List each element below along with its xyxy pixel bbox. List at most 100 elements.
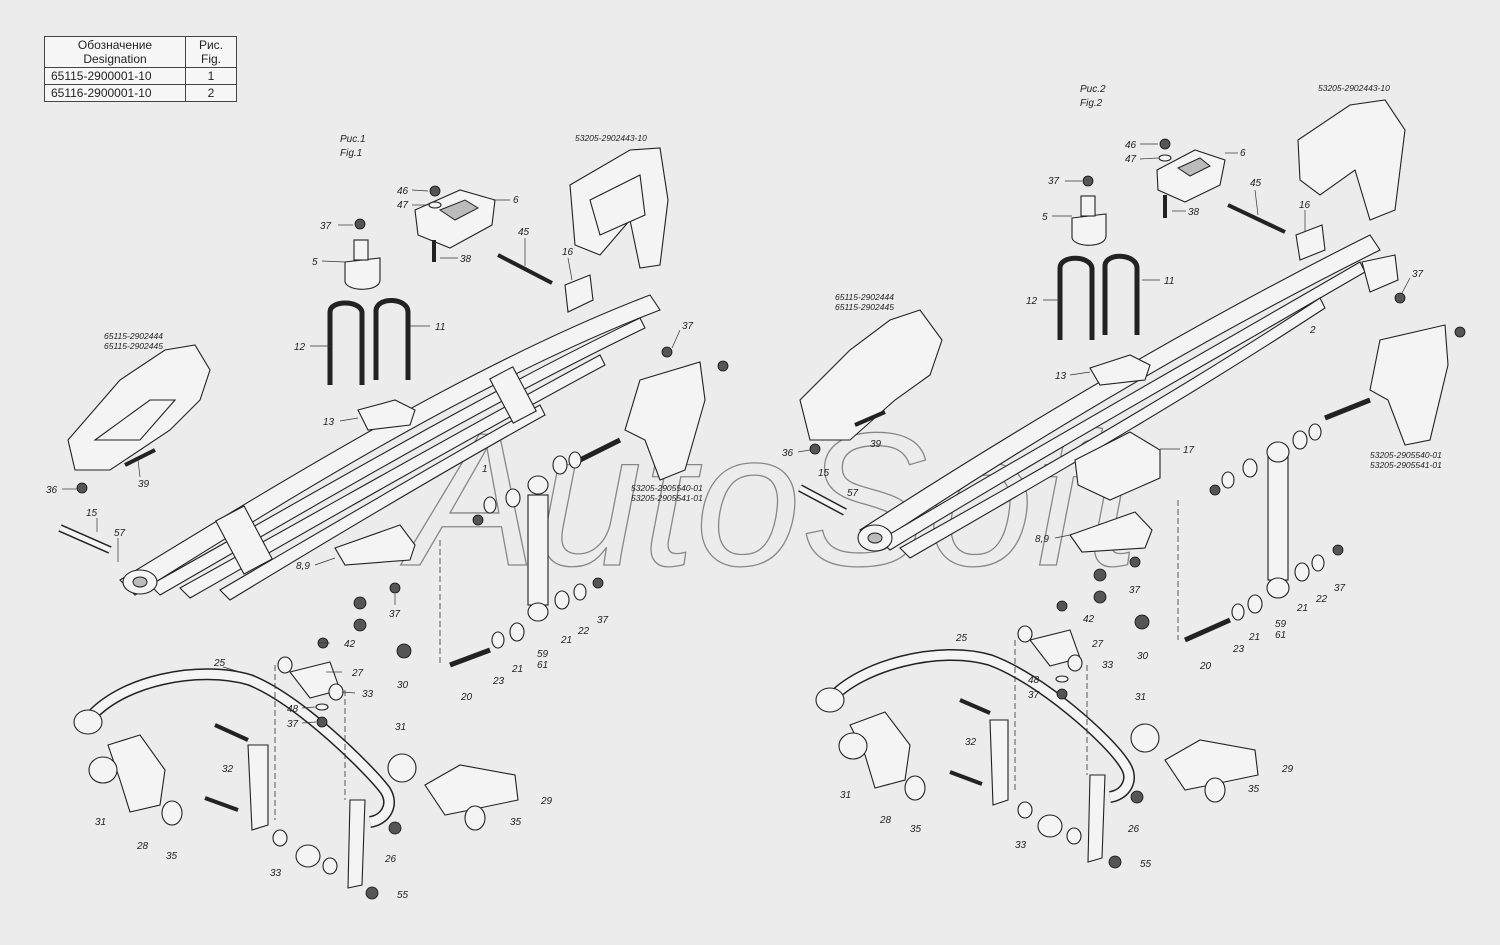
callout-label: 59 bbox=[1275, 619, 1287, 630]
callout-label: 35 bbox=[166, 851, 178, 862]
callout-label: 38 bbox=[1188, 207, 1200, 218]
bump-stop-icon bbox=[344, 257, 381, 290]
leaf-spring-icon bbox=[119, 294, 661, 601]
callout-label: 37 bbox=[389, 609, 401, 620]
callout-label: 47 bbox=[1125, 154, 1137, 165]
callout-label: 2 bbox=[1309, 325, 1316, 336]
part-number-label: 53205-2905540-01 bbox=[1370, 450, 1442, 460]
callout-label: 36 bbox=[782, 448, 794, 459]
callout-label: 55 bbox=[1140, 859, 1152, 870]
callout-label: 1 bbox=[482, 464, 488, 475]
callout-label: 11 bbox=[1164, 276, 1174, 287]
callout-label: 30 bbox=[397, 680, 409, 691]
part-number-label: 65115-2902445 bbox=[835, 302, 894, 312]
callout-label: 46 bbox=[1125, 140, 1137, 151]
callout-label: 61 bbox=[537, 660, 548, 671]
callout-label: 26 bbox=[384, 854, 397, 865]
fig2-leaders bbox=[797, 143, 1411, 539]
u-bolt-icon bbox=[327, 300, 365, 385]
callout-label: 12 bbox=[1026, 296, 1038, 307]
table-row: 65115-2900001-10 1 bbox=[44, 67, 237, 85]
callout-label: 21 bbox=[1248, 632, 1260, 643]
callout-label: 42 bbox=[344, 639, 356, 650]
bolt-icon bbox=[1227, 203, 1286, 234]
callout-label: 31 bbox=[840, 790, 851, 801]
callout-label: 48 bbox=[1028, 675, 1040, 686]
fig2-caption-en: Fig.2 bbox=[1080, 98, 1103, 109]
nut-icon bbox=[354, 218, 366, 230]
callout-label: 46 bbox=[397, 186, 409, 197]
callout-label: 28 bbox=[136, 841, 149, 852]
callout-label: 22 bbox=[577, 626, 590, 637]
callout-label: 16 bbox=[562, 247, 574, 258]
spacer-icon bbox=[1074, 431, 1161, 501]
callout-label: 48 bbox=[287, 704, 299, 715]
callout-label: 13 bbox=[1055, 371, 1067, 382]
callout-label: 21 bbox=[1296, 603, 1308, 614]
callout-label: 15 bbox=[818, 468, 830, 479]
callout-label: 5 bbox=[1042, 212, 1048, 223]
fig1-leaders bbox=[62, 189, 681, 724]
designation-table: Обозначение Designation Рис. Fig. 65115-… bbox=[44, 36, 237, 102]
table-header-designation: Обозначение Designation bbox=[44, 36, 186, 68]
bump-stop-icon bbox=[1071, 213, 1107, 246]
part-number-label: 53205-2905541-01 bbox=[1370, 460, 1442, 470]
callout-label: 39 bbox=[138, 479, 150, 490]
table-cell-fig: 1 bbox=[185, 67, 237, 85]
callout-label: 37 bbox=[287, 719, 299, 730]
part-number-label: 65115-2902444 bbox=[835, 292, 894, 302]
callout-label: 42 bbox=[1083, 614, 1095, 625]
header-line-ru: Рис. bbox=[198, 38, 224, 52]
callout-label: 13 bbox=[323, 417, 335, 428]
callout-label: 22 bbox=[1315, 594, 1328, 605]
part-number-label: 53205-2902443-10 bbox=[575, 133, 647, 143]
callout-label: 59 bbox=[537, 649, 549, 660]
part-number-label: 53205-2902443-10 bbox=[1318, 83, 1390, 93]
shock-absorber-icon bbox=[527, 475, 549, 622]
table-cell-designation: 65115-2900001-10 bbox=[44, 67, 186, 85]
callout-label: 36 bbox=[46, 485, 58, 496]
callout-label: 38 bbox=[460, 254, 472, 265]
table-cell-fig: 2 bbox=[185, 84, 237, 102]
callout-label: 37 bbox=[1412, 269, 1424, 280]
header-line-en: Designation bbox=[83, 52, 147, 66]
callout-label: 23 bbox=[492, 676, 505, 687]
leaf-spring-icon bbox=[857, 234, 1399, 559]
callout-label: 33 bbox=[1102, 660, 1114, 671]
callout-label: 37 bbox=[320, 221, 332, 232]
callout-label: 47 bbox=[397, 200, 409, 211]
callout-label: 29 bbox=[1281, 764, 1294, 775]
callout-label: 30 bbox=[1137, 651, 1149, 662]
callout-label: 61 bbox=[1275, 630, 1286, 641]
figure-1: Рис.1 Fig.1 bbox=[46, 133, 729, 901]
callout-label: 5 bbox=[312, 257, 318, 268]
callout-label: 15 bbox=[86, 508, 98, 519]
header-line-en: Fig. bbox=[200, 52, 221, 66]
callout-label: 23 bbox=[1232, 644, 1245, 655]
fig1-caption-ru: Рис.1 bbox=[340, 134, 366, 145]
callout-label: 21 bbox=[511, 664, 523, 675]
callout-label: 37 bbox=[1334, 583, 1346, 594]
callout-label: 37 bbox=[682, 321, 694, 332]
part-number-label: 53205-2905540-01 bbox=[631, 483, 703, 493]
callout-label: 21 bbox=[560, 635, 572, 646]
callout-label: 31 bbox=[395, 722, 406, 733]
fig1-labels: 37 46 47 6 5 38 45 16 11 12 13 37 1 36 3… bbox=[46, 133, 703, 901]
callout-label: 26 bbox=[1127, 824, 1140, 835]
callout-label: 32 bbox=[965, 737, 977, 748]
callout-label: 25 bbox=[213, 658, 226, 669]
callout-label: 6 bbox=[513, 195, 519, 206]
left-bracket-icon bbox=[799, 309, 943, 441]
callout-label: 31 bbox=[1135, 692, 1146, 703]
bolt-icon bbox=[497, 253, 553, 285]
callout-label: 20 bbox=[460, 692, 473, 703]
u-bolt-icon bbox=[1057, 255, 1095, 340]
nut-icon bbox=[1082, 175, 1094, 187]
callout-label: 37 bbox=[597, 615, 609, 626]
part-number-label: 53205-2905541-01 bbox=[631, 493, 703, 503]
callout-label: 27 bbox=[1091, 639, 1104, 650]
callout-label: 29 bbox=[540, 796, 553, 807]
callout-label: 57 bbox=[114, 528, 126, 539]
callout-label: 8,9 bbox=[1035, 534, 1049, 545]
callout-label: 37 bbox=[1048, 176, 1060, 187]
